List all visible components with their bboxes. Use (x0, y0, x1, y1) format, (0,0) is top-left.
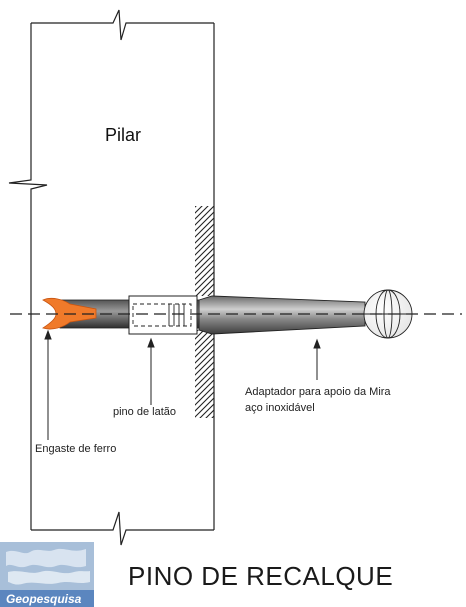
adapter-label-line2: aço inoxidável (245, 402, 315, 414)
wall-hatching-upper (195, 206, 214, 296)
page-title: PINO DE RECALQUE (128, 561, 393, 591)
iron-anchor-label: Engaste de ferro (35, 443, 116, 455)
wall-hatching-lower (195, 330, 214, 418)
pillar-label: Pilar (105, 125, 141, 145)
adapter-label-line1: Adaptador para apoio da Mira (245, 386, 391, 398)
label-leaders (44, 329, 321, 440)
brass-pin (128, 295, 198, 335)
logo-text: Geopesquisa (6, 592, 82, 606)
pillar-outline (8, 9, 215, 546)
brass-pin-label: pino de latão (113, 406, 176, 418)
stainless-adapter (198, 295, 366, 335)
geopesquisa-logo: Geopesquisa (0, 542, 94, 607)
